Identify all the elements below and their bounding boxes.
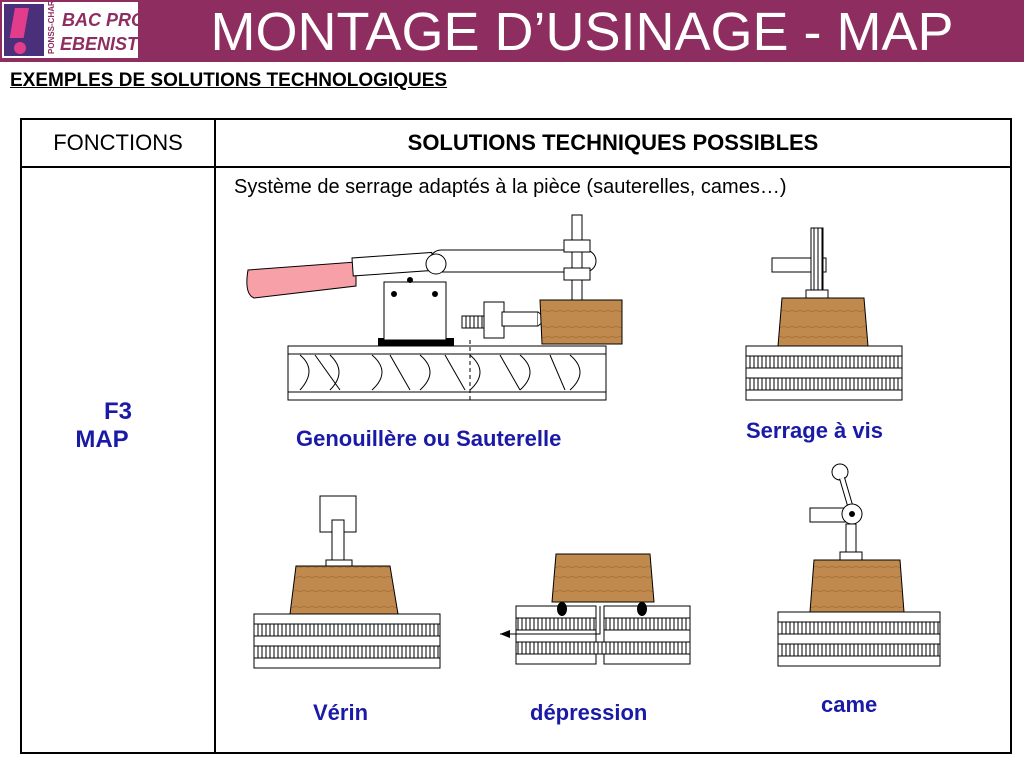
table-divider-horizontal — [22, 166, 1010, 168]
caption-vacuum: dépression — [530, 700, 648, 725]
function-name: MAP — [75, 426, 129, 453]
caption-jack: Vérin — [313, 700, 369, 725]
header-bar: PONSS-CHARLES BAC PRO EBENISTE MONTAGE D… — [0, 0, 1024, 62]
logo-line2: EBENISTE — [60, 34, 138, 54]
function-code: F3 — [103, 398, 132, 425]
section-subtitle: EXEMPLES DE SOLUTIONS TECHNOLOGIQUES — [10, 70, 448, 91]
vacuum-drawing — [500, 553, 691, 665]
solution-description: Système de serrage adaptés à la pièce (s… — [234, 176, 787, 198]
bac-pro-logo: PONSS-CHARLES BAC PRO EBENISTE — [2, 0, 151, 58]
header-solutions: SOLUTIONS TECHNIQUES POSSIBLES — [407, 130, 819, 155]
exclamation-icon — [9, 8, 29, 54]
caption-screw-clamp: Serrage à vis — [746, 418, 883, 443]
screw-clamp-drawing — [745, 227, 903, 401]
toggle-clamp-drawing — [246, 214, 623, 401]
cam-drawing — [777, 463, 941, 667]
caption-cam: came — [821, 692, 878, 717]
logo-side-text: PONSS-CHARLES — [47, 2, 56, 54]
logo-line1: BAC PRO — [62, 10, 138, 30]
header-fonctions: FONCTIONS — [53, 130, 183, 155]
page-title: MONTAGE D’USINAGE - MAP — [210, 2, 954, 62]
table-divider-vertical — [214, 120, 216, 752]
caption-toggle-clamp: Genouillère ou Sauterelle — [296, 426, 562, 451]
jack-drawing — [253, 495, 441, 669]
solutions-table: FONCTIONS SOLUTIONS TECHNIQUES POSSIBLES… — [20, 118, 1012, 754]
